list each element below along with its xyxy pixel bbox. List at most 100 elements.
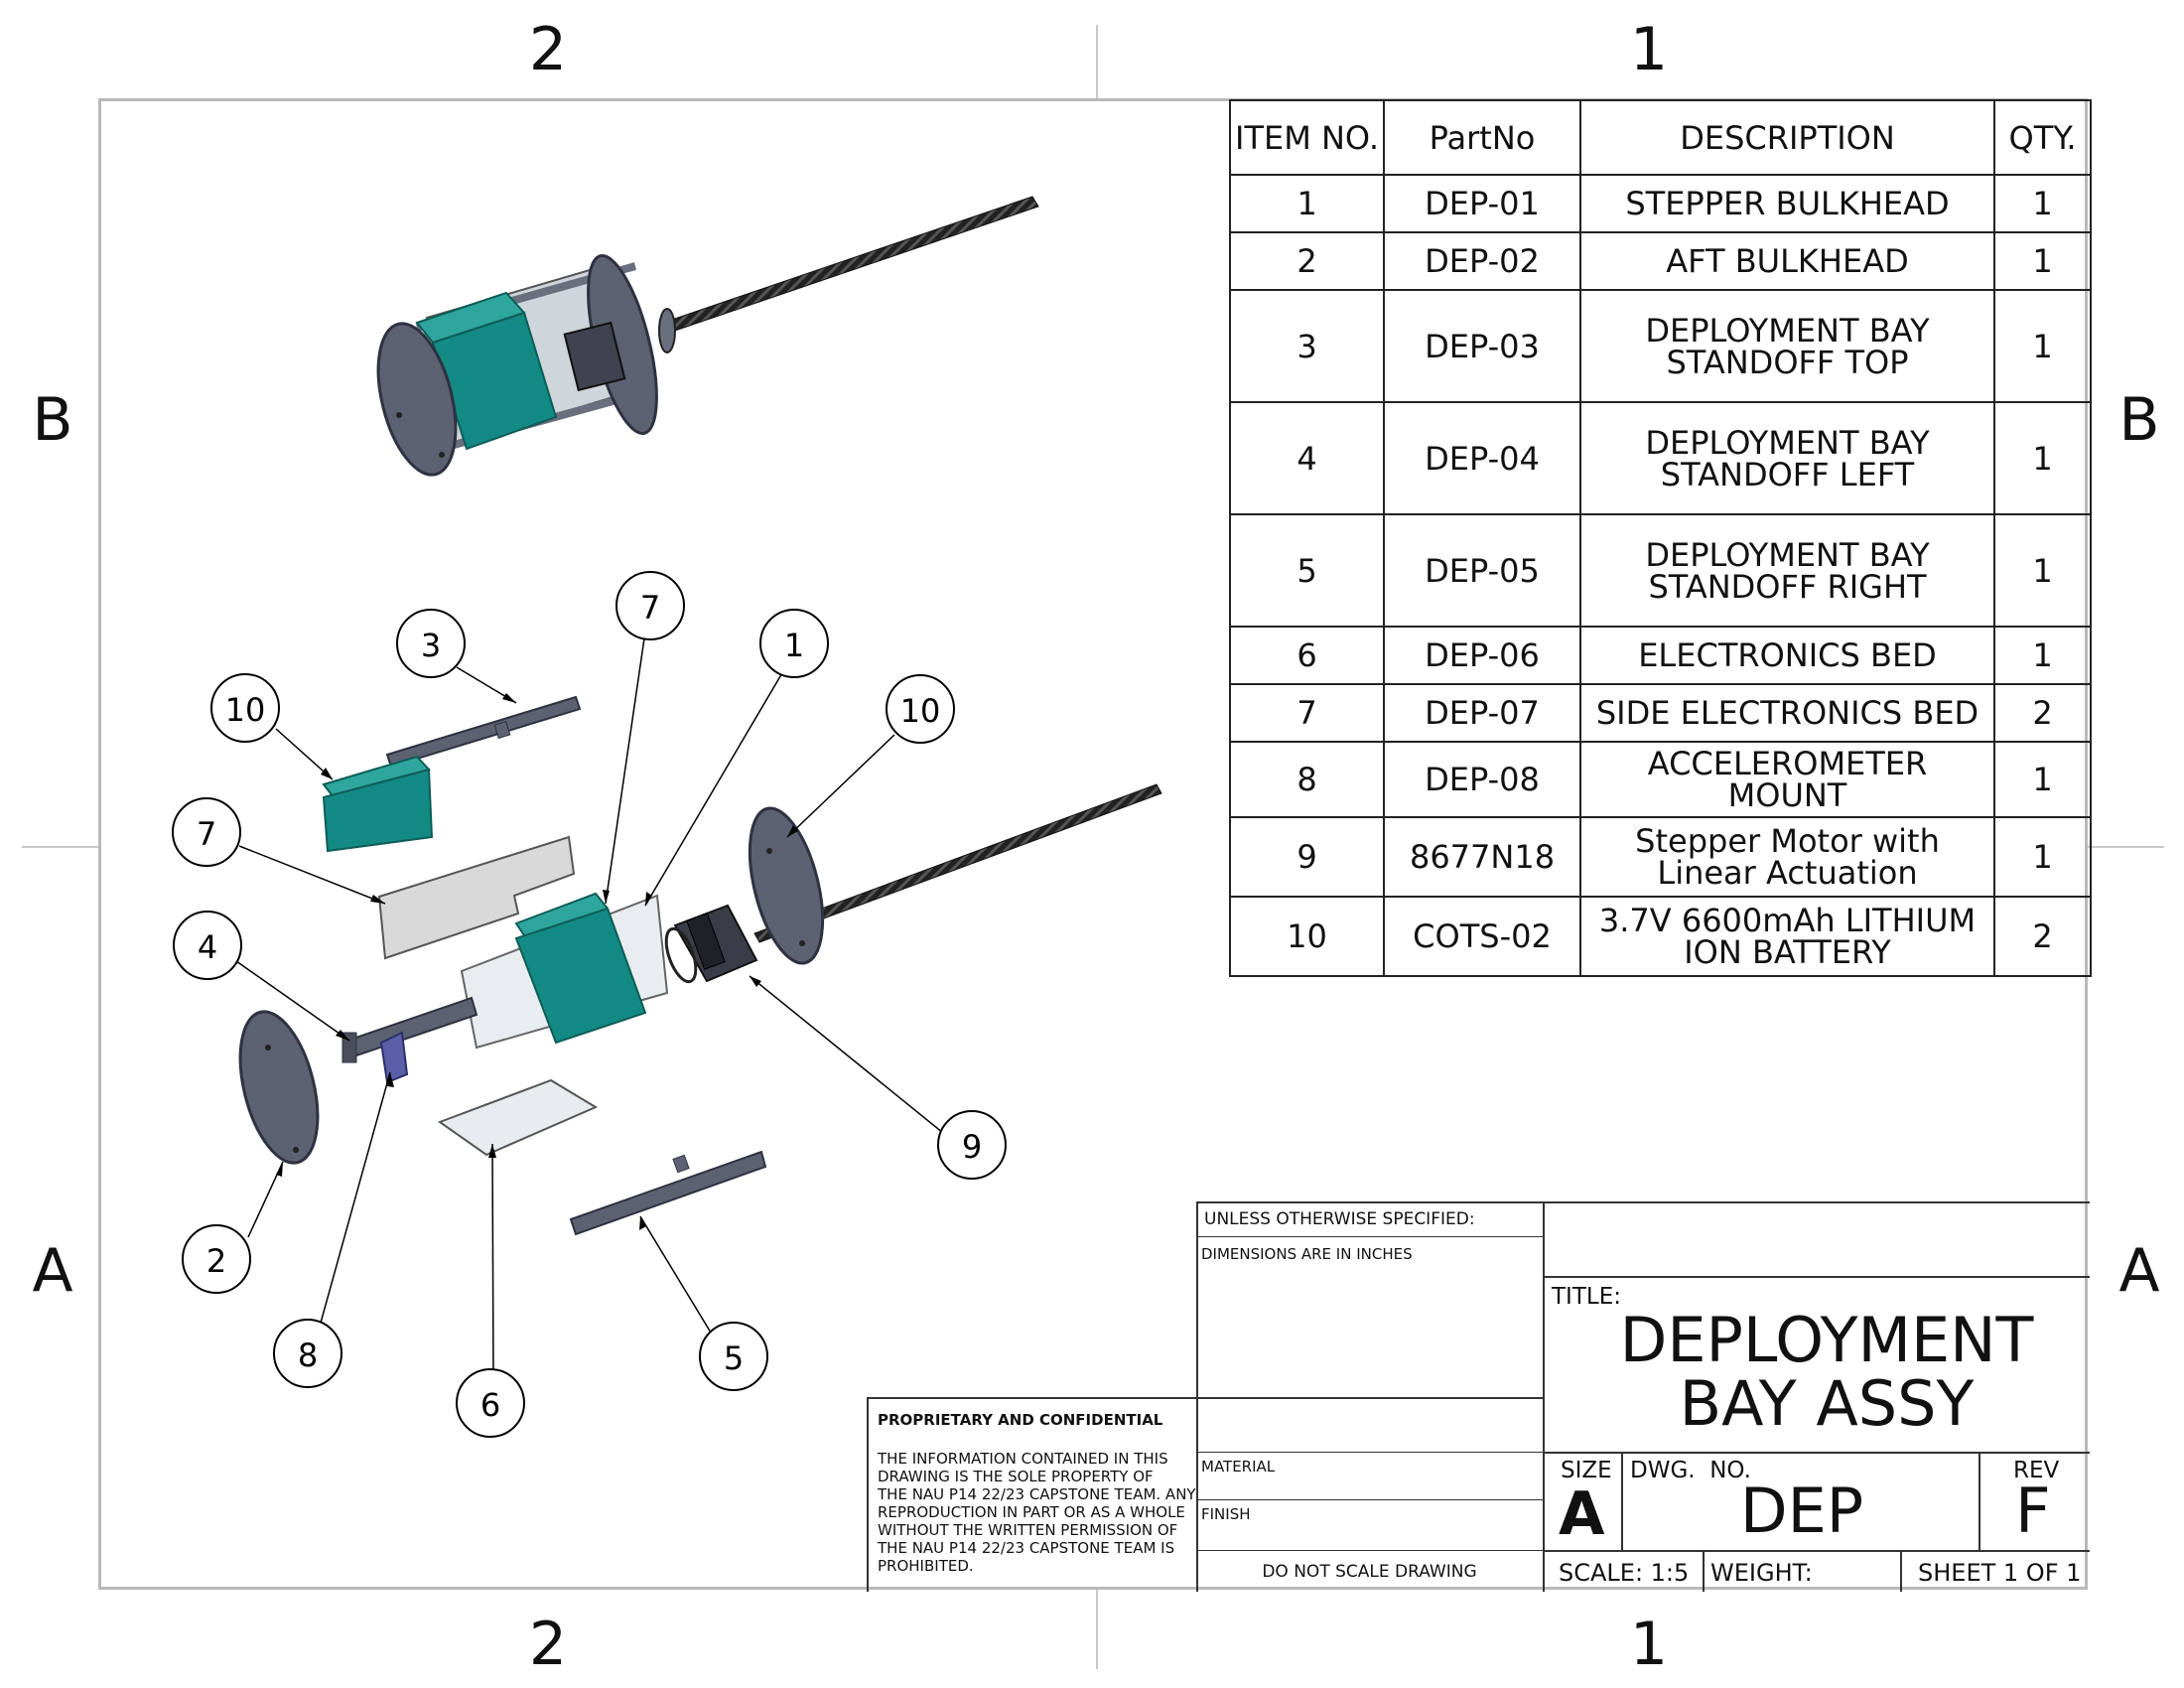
leader-line [639,1215,715,1338]
bom-part-no: DEP-07 [1383,683,1581,743]
title-block-rule [1196,1201,2090,1203]
bom-part-no: 8677N18 [1383,816,1581,898]
zone-label-top-2: 2 [528,15,568,84]
balloon-label: 5 [724,1339,744,1377]
standoff-tab [341,1032,357,1063]
balloon-label: 10 [900,692,941,730]
assembled-view [376,196,1039,477]
balloon-label: 8 [298,1336,318,1374]
part-standoff-top [385,695,582,769]
scale-value: SCALE: 1:5 [1559,1559,1690,1587]
dwg-no-label: DWG. NO. [1630,1458,1751,1483]
bom-description-line: STANDOFF TOP [1666,343,1909,381]
leader-lines [235,631,949,1381]
balloons: 3 10 7 1 10 7 4 2 8 6 5 9 [172,571,1007,1438]
unless-otherwise-specified: UNLESS OTHERWISE SPECIFIED: [1204,1209,1475,1229]
bom-qty: 1 [1993,741,2092,818]
motor-flange [686,913,726,970]
part-electronics-bed [437,1078,599,1157]
bom-description: ELECTRONICS BED [1579,626,1995,685]
balloon-circle [456,1368,525,1438]
zone-label-left-b: B [32,385,73,455]
exploded-view [238,695,1162,1236]
leader-line [491,1143,494,1381]
title-block-rule [1900,1550,1902,1592]
bom-part-no: DEP-06 [1383,626,1581,685]
zone-divider-top [1096,25,1098,98]
arrowhead [639,1216,646,1230]
zone-label-top-1: 1 [1629,15,1669,84]
balloon-circle [273,1319,342,1388]
bom-item-no: 7 [1229,683,1385,743]
standoff-tab [672,1154,690,1174]
balloon-label: 7 [640,589,660,627]
bom-header-partno: PartNo [1383,99,1581,176]
bom-part-no: DEP-01 [1383,174,1581,233]
part-stepper-bulkhead [748,806,825,965]
title-block-rule [867,1397,869,1592]
size-value: A [1559,1479,1605,1549]
bom-qty: 2 [1993,896,2092,977]
bom-part-no: DEP-04 [1383,401,1581,515]
bom-description-line: 3.7V 6600mAh LITHIUM [1598,902,1977,939]
bom-item-no: 2 [1229,231,1385,291]
bom-description: STEPPER BULKHEAD [1579,174,1995,233]
bom-description: SIDE ELECTRONICS BED [1579,683,1995,743]
arrowhead [750,976,761,987]
bulkhead-hole [293,1147,299,1153]
zone-label-bottom-1: 1 [1629,1610,1669,1679]
size-label: SIZE [1561,1458,1612,1483]
bom-part-no: DEP-02 [1383,231,1581,291]
proprietary-line: WITHOUT THE WRITTEN PERMISSION OF [878,1521,1178,1539]
balloon-circle [615,571,685,640]
bom-header-description: DESCRIPTION [1579,99,1995,176]
bom-qty: 1 [1993,626,2092,685]
part-side-electronics-bed [377,835,576,960]
arrowhead [488,1144,496,1158]
standoff-tab [493,720,511,740]
bom-qty: 1 [1993,231,2092,291]
balloon-label: 10 [225,691,266,729]
part-standoff-left [345,996,478,1058]
balloon-circle [699,1322,768,1391]
bom-header-item: ITEM NO. [1229,99,1385,176]
zone-label-right-b: B [2118,385,2160,455]
title-label: TITLE: [1552,1284,1621,1310]
leader-line [644,670,784,907]
bom-item-no: 6 [1229,626,1385,685]
leader-line [749,975,949,1138]
drawing-title-line: BAY ASSY [1679,1367,1975,1440]
title-block-rule [1979,1452,1980,1550]
leader-line [786,734,895,838]
arrowhead [387,1072,394,1087]
balloon-label: 3 [421,627,441,664]
bom-description-line: STEPPER BULKHEAD [1625,185,1950,222]
bom-part-no: DEP-05 [1383,513,1581,628]
proprietary-line: REPRODUCTION IN PART OR AS A WHOLE [878,1503,1185,1521]
title-block-rule [1196,1550,1543,1551]
bom-item-no: 8 [1229,741,1385,818]
bom-part-no: DEP-08 [1383,741,1581,818]
assembled-screw-collar [658,308,676,353]
balloon-circle [937,1110,1007,1180]
arrowhead [370,895,385,904]
proprietary-text: THE INFORMATION CONTAINED IN THIS DRAWIN… [878,1450,1196,1575]
arrowhead [645,892,652,906]
zone-label-right-a: A [2118,1236,2160,1306]
bom-description-line: ELECTRONICS BED [1638,636,1937,674]
bom-qty: 2 [1993,683,2092,743]
bom-item-no: 1 [1229,174,1385,233]
bom-part-no: COTS-02 [1383,896,1581,977]
balloon-circle [172,797,241,867]
bom-description-line: MOUNT [1727,776,1847,814]
